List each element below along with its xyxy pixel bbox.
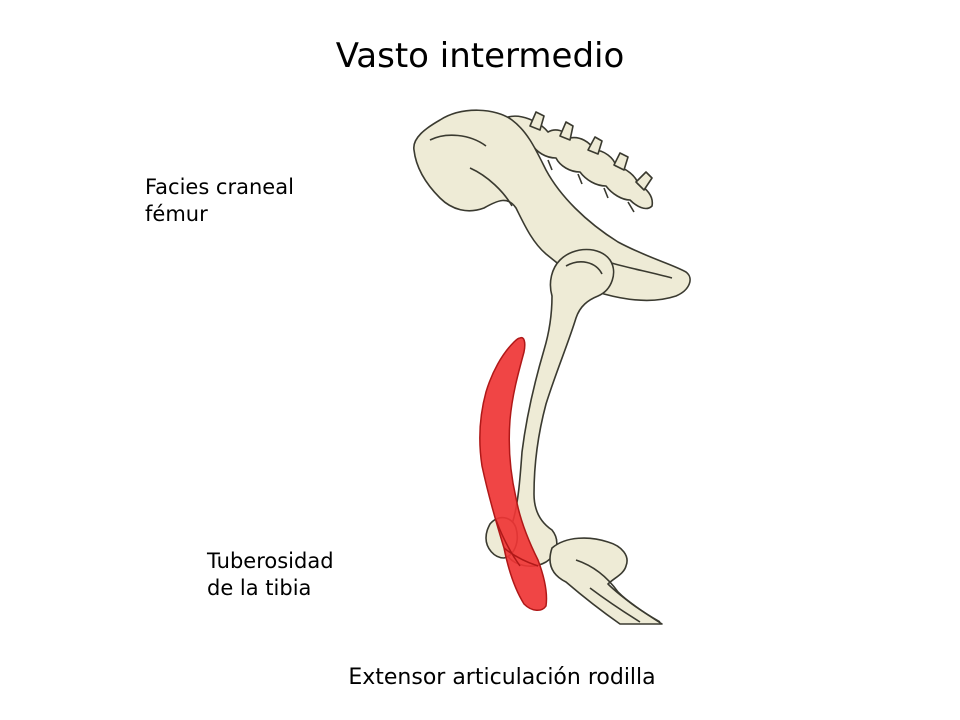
insertion-label-line-1: Tuberosidad <box>207 549 334 573</box>
slide-title: Vasto intermedio <box>335 36 625 76</box>
origin-label-line-1: Facies craneal <box>145 175 294 199</box>
muscle-highlight-icon <box>479 336 548 611</box>
insertion-label: Tuberosidad de la tibia <box>207 548 334 602</box>
anatomy-figure <box>413 109 691 625</box>
insertion-label-line-2: de la tibia <box>207 576 312 600</box>
function-label: Extensor articulación rodilla <box>348 665 656 690</box>
tibia-bone-icon <box>549 537 663 625</box>
origin-label: Facies craneal fémur <box>145 174 294 228</box>
origin-label-line-2: fémur <box>145 202 208 226</box>
vertebrae-icon <box>504 111 654 213</box>
pelvis-bone-icon <box>413 109 691 302</box>
